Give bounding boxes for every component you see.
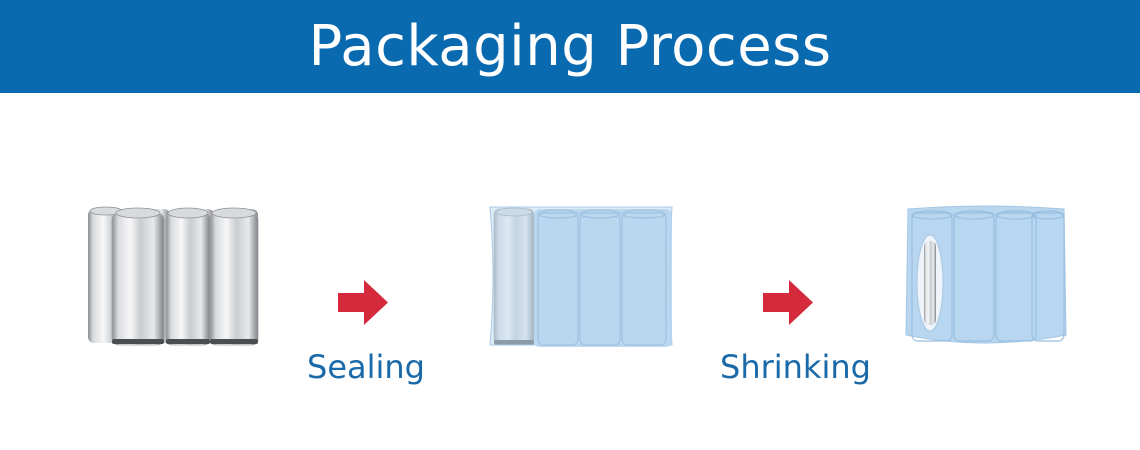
wrapped-can-outlines xyxy=(537,209,667,346)
wrapped-can-outlines xyxy=(911,210,1065,342)
shrunk-can-pack-image xyxy=(905,205,1067,344)
title-banner: Packaging Process xyxy=(0,0,1140,93)
can-bottom-rims xyxy=(112,339,258,344)
side-opening xyxy=(916,234,944,332)
step-label-sealing: Sealing xyxy=(307,348,425,386)
can-lids xyxy=(89,206,257,219)
front-row-cans xyxy=(111,212,259,346)
step-label-shrinking: Shrinking xyxy=(720,348,871,386)
right-arrow-icon xyxy=(763,280,813,325)
right-arrow-icon xyxy=(338,280,388,325)
sealed-can-pack-image xyxy=(489,206,673,347)
can-pack-image xyxy=(88,206,259,346)
film-overlay xyxy=(534,209,672,347)
page-title: Packaging Process xyxy=(308,13,832,79)
